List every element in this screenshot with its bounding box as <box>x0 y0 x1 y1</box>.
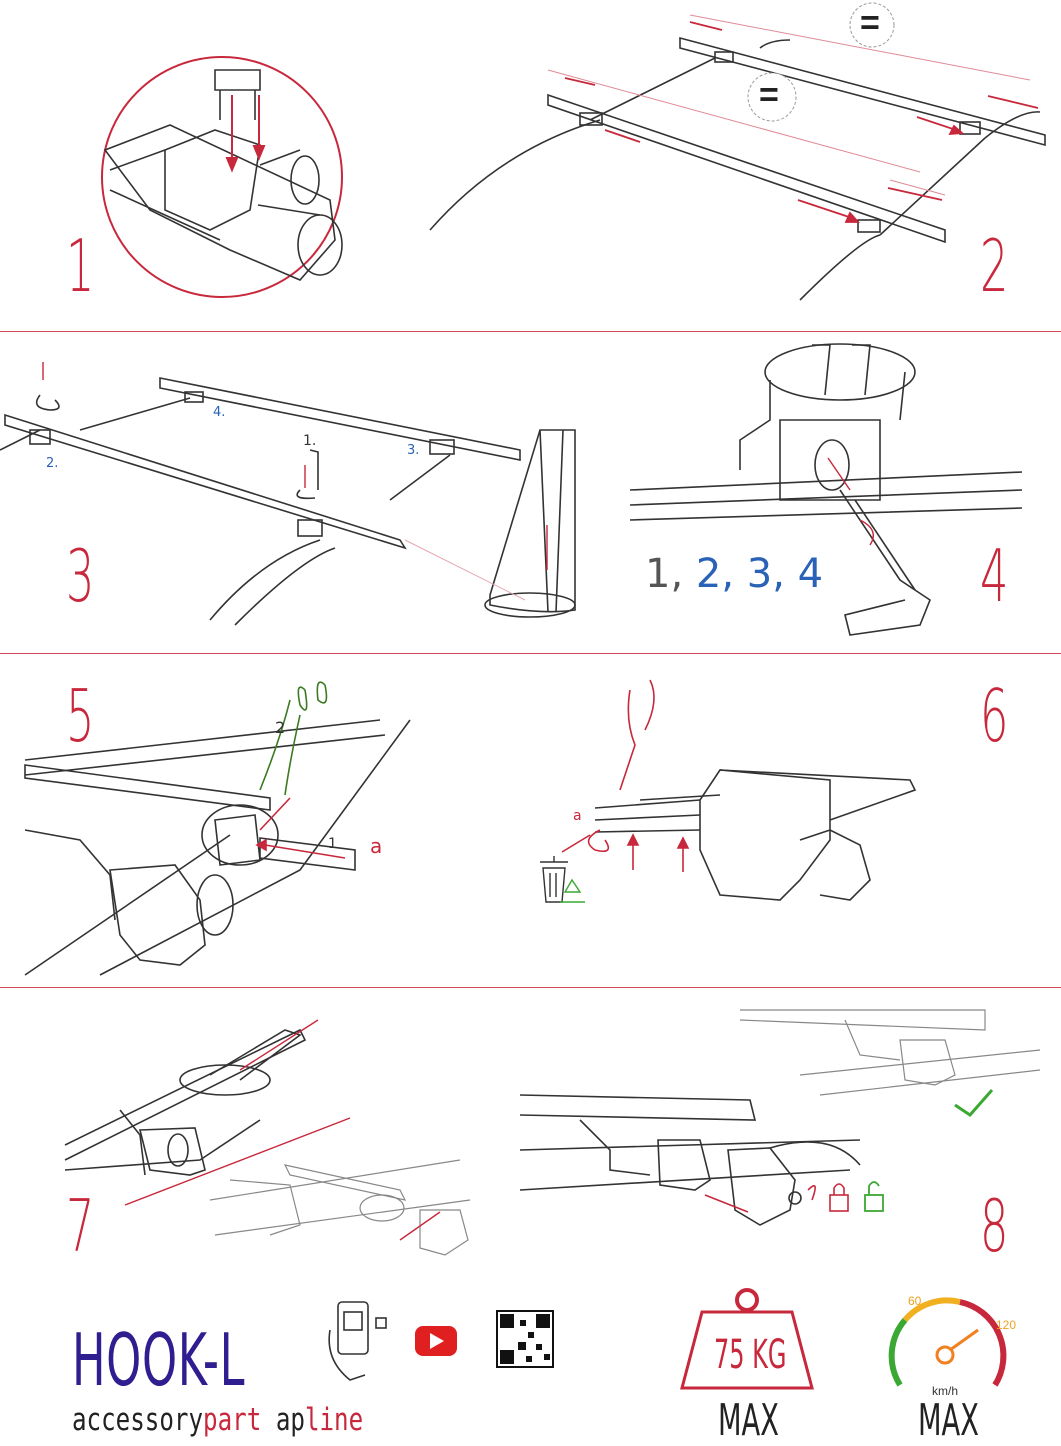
tagline-part-2: part <box>203 1402 262 1438</box>
step5-label-2: 2 <box>275 718 286 737</box>
equal-mark-1: = <box>860 4 880 42</box>
order-first: 1, <box>645 551 684 597</box>
tagline-part-3: ap <box>261 1402 305 1438</box>
step-number-7: 7 <box>66 1184 95 1268</box>
order-rest: 2, 3, 4 <box>683 551 824 597</box>
speedometer-icon <box>888 1297 1007 1387</box>
tightening-order: 1, 2, 3, 4 <box>645 551 823 597</box>
step3-label-2: 2. <box>46 456 59 471</box>
separator-2 <box>0 653 1061 654</box>
weight-max-label: MAX <box>718 1395 779 1446</box>
step2-illustration <box>429 2 1046 301</box>
step3-label-1: 1. <box>303 433 317 449</box>
step5-label-a: a <box>370 834 383 858</box>
step-number-4: 4 <box>980 534 1009 618</box>
tagline-part-1: accessory <box>72 1402 204 1438</box>
separator-3 <box>0 987 1061 988</box>
unlock-icon <box>864 1194 884 1212</box>
step3-label-4: 4. <box>213 405 226 420</box>
tagline: accessorypart apline <box>72 1402 363 1438</box>
step1-illustration <box>101 56 343 298</box>
speed-min-label: 60 <box>908 1294 922 1308</box>
step-number-5: 5 <box>66 674 95 758</box>
speed-max-label: MAX <box>918 1395 979 1446</box>
equal-mark-2: = <box>759 76 779 114</box>
qr-code-icon[interactable] <box>496 1310 554 1368</box>
recycle-icon <box>560 878 585 903</box>
step-number-1: 1 <box>66 224 95 308</box>
weight-icon <box>680 1288 814 1390</box>
brand-name: HOOK-L <box>72 1318 246 1402</box>
step-number-8: 8 <box>980 1184 1009 1268</box>
speed-max-value: 120 <box>996 1318 1017 1332</box>
youtube-icon[interactable] <box>415 1326 457 1356</box>
step-number-6: 6 <box>980 674 1009 758</box>
separator-1 <box>0 331 1061 332</box>
tagline-part-4: line <box>304 1402 364 1438</box>
step-number-2: 2 <box>980 224 1009 308</box>
step6-label-a: a <box>573 808 582 824</box>
step3-label-3: 3. <box>407 443 420 458</box>
lock-icon <box>829 1194 849 1212</box>
phone-qr-scan-icon <box>328 1301 387 1381</box>
checkmark-icon <box>954 1089 994 1117</box>
weight-value: 75 KG <box>714 1332 787 1378</box>
speed-unit: km/h <box>932 1384 959 1398</box>
step5-label-1: 1 <box>328 836 337 852</box>
step-number-3: 3 <box>66 534 95 618</box>
